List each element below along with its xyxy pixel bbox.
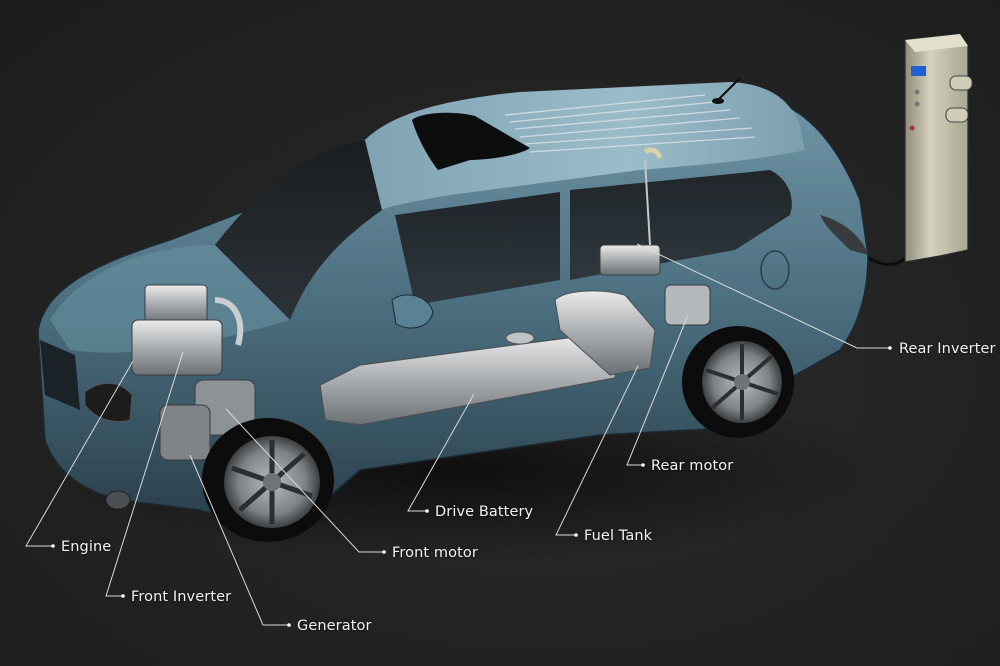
leader-dots	[51, 346, 892, 627]
leader-dot-fuel-tank	[574, 533, 578, 537]
leader-dot-generator	[287, 623, 291, 627]
leader-line-front-motor	[225, 408, 384, 553]
sunroof	[412, 112, 530, 170]
grille	[40, 340, 80, 410]
label-rear-inverter: Rear Inverter	[899, 341, 996, 357]
leader-dot-rear-motor	[641, 463, 645, 467]
front-drivetrain-cutaway	[131, 284, 256, 461]
car-roof	[365, 82, 805, 210]
front-wheel	[202, 418, 334, 542]
leader-line-fuel-tank	[555, 365, 639, 536]
leader-dot-engine	[51, 544, 55, 548]
rear-wheel	[682, 326, 794, 438]
charger-button-2	[914, 101, 920, 107]
side-mirror	[391, 294, 434, 329]
label-generator: Generator	[297, 618, 372, 634]
leader-lines	[25, 243, 890, 626]
label-drive-battery: Drive Battery	[435, 504, 534, 520]
leader-line-engine	[25, 360, 134, 547]
charger-display	[911, 66, 926, 76]
leader-line-generator	[189, 454, 289, 626]
charger-button-1	[914, 89, 920, 95]
charge-port-nozzle	[643, 147, 663, 159]
fuel-tank-shape	[554, 290, 656, 376]
charging-station	[904, 33, 973, 263]
label-front-inverter: Front Inverter	[131, 589, 232, 605]
leader-line-rear-inverter	[636, 243, 890, 349]
windshield	[215, 140, 382, 320]
antenna-icon	[717, 77, 741, 101]
leader-dot-drive-battery	[425, 509, 429, 513]
label-fuel-tank: Fuel Tank	[584, 528, 653, 544]
leader-line-front-inverter	[105, 351, 184, 597]
label-rear-motor: Rear motor	[651, 458, 734, 474]
tail-light	[820, 215, 868, 255]
leader-dot-rear-inverter	[888, 346, 892, 350]
leader-line-rear-motor	[626, 314, 689, 466]
rear-drivetrain-cutaway	[599, 147, 711, 326]
leader-dot-front-motor	[382, 550, 386, 554]
charger-status-light	[909, 125, 915, 131]
leader-dot-front-inverter	[121, 594, 125, 598]
fog-light	[105, 490, 131, 510]
front-side-window	[395, 192, 560, 305]
roof-ribs	[504, 94, 756, 153]
label-front-motor: Front motor	[392, 545, 478, 561]
leader-line-drive-battery	[407, 393, 475, 512]
fuel-door	[760, 250, 790, 290]
charger-holster-lower	[945, 107, 969, 123]
label-engine: Engine	[61, 539, 112, 555]
charger-holster-upper	[949, 75, 973, 91]
